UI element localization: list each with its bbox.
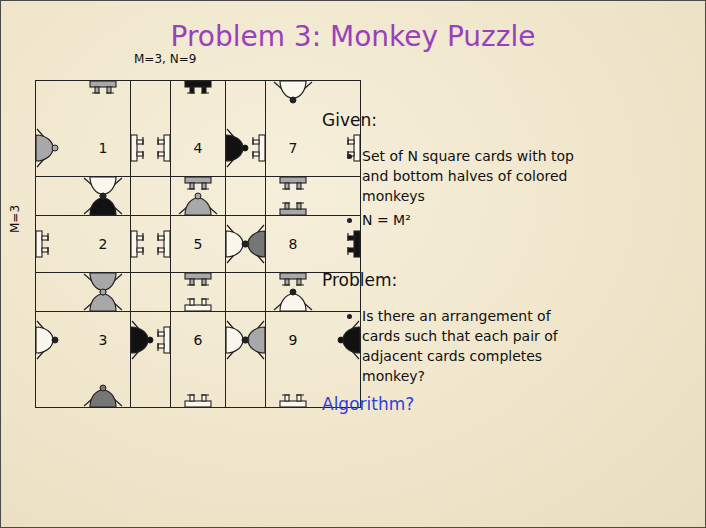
card-number: 8 bbox=[226, 237, 360, 251]
monkey-bottom-half bbox=[185, 273, 211, 285]
monkey-bottom-half bbox=[185, 299, 211, 311]
puzzle-card: 5 bbox=[130, 176, 266, 312]
monkey-bottom-half bbox=[280, 273, 306, 285]
monkey-bottom-half bbox=[348, 135, 360, 161]
monkey-top-half bbox=[84, 289, 122, 311]
monkey-bottom-half bbox=[131, 135, 143, 161]
card-number: 3 bbox=[36, 333, 170, 347]
section-heading: Problem: bbox=[322, 268, 692, 292]
monkey-bottom-half bbox=[185, 177, 211, 189]
bullet-text: N = M² bbox=[362, 210, 587, 230]
monkey-top-half bbox=[36, 321, 58, 359]
monkey-top-half bbox=[179, 193, 217, 215]
dimension-label: M=3, N=9 bbox=[134, 52, 196, 66]
bullet-item: Set of N square cards with top and botto… bbox=[322, 146, 692, 206]
card-number: 2 bbox=[36, 237, 170, 251]
monkey-bottom-half bbox=[280, 395, 306, 407]
monkey-top-half bbox=[36, 129, 58, 167]
puzzle-card: 6 bbox=[130, 272, 266, 408]
monkey-bottom-half bbox=[158, 231, 170, 257]
bullet-dot bbox=[347, 218, 352, 223]
bullet-text: Set of N square cards with top and botto… bbox=[362, 146, 587, 206]
monkey-bottom-half bbox=[348, 231, 360, 257]
text-column: Given: Set of N square cards with top and… bbox=[322, 108, 692, 416]
monkey-bottom-half bbox=[280, 177, 306, 189]
monkey-bottom-half bbox=[36, 231, 48, 257]
monkey-top-half bbox=[243, 225, 265, 263]
bullet-text: Is there an arrangement of cards such th… bbox=[362, 306, 587, 386]
slide-title: Problem 3: Monkey Puzzle bbox=[0, 20, 706, 53]
section-heading: Given: bbox=[322, 108, 692, 132]
puzzle-card: 4 bbox=[130, 80, 266, 216]
monkey-bottom-half bbox=[158, 135, 170, 161]
monkey-bottom-half bbox=[253, 135, 265, 161]
question-text: Algorithm? bbox=[322, 392, 692, 416]
monkey-top-half bbox=[84, 177, 122, 199]
bullet-dot bbox=[347, 314, 352, 319]
monkey-bottom-half bbox=[158, 327, 170, 353]
heading-row: Problem: bbox=[322, 268, 692, 292]
card-number: 5 bbox=[131, 237, 265, 251]
monkey-top-half bbox=[226, 129, 248, 167]
monkey-top-half bbox=[84, 273, 122, 295]
puzzle-card: 7 bbox=[225, 80, 361, 216]
card-number: 9 bbox=[226, 333, 360, 347]
monkey-top-half bbox=[131, 321, 153, 359]
monkey-top-half bbox=[274, 81, 312, 103]
monkey-bottom-half bbox=[280, 203, 306, 215]
monkey-bottom-half bbox=[185, 81, 211, 93]
puzzle-card: 9 bbox=[225, 272, 361, 408]
monkey-bottom-half bbox=[131, 231, 143, 257]
monkey-top-half bbox=[84, 193, 122, 215]
bullet-dot bbox=[347, 154, 352, 159]
puzzle-card: 8 bbox=[225, 176, 361, 312]
monkey-bottom-half bbox=[90, 81, 116, 93]
monkey-top-half bbox=[84, 385, 122, 407]
bullet-item: Is there an arrangement of cards such th… bbox=[322, 306, 692, 386]
card-number: 1 bbox=[36, 141, 170, 155]
monkey-top-half bbox=[243, 321, 265, 359]
dimension-label: M=3 bbox=[8, 196, 22, 242]
card-number: 7 bbox=[226, 141, 360, 155]
bullet-item: N = M² bbox=[322, 210, 692, 230]
monkey-top-half bbox=[274, 289, 312, 311]
monkey-top-half bbox=[338, 321, 360, 359]
heading-row: Algorithm? bbox=[322, 392, 692, 416]
monkey-bottom-half bbox=[185, 395, 211, 407]
card-number: 6 bbox=[131, 333, 265, 347]
monkey-top-half bbox=[226, 321, 248, 359]
card-number: 4 bbox=[131, 141, 265, 155]
puzzle-card: 3 bbox=[35, 272, 171, 408]
heading-row: Given: bbox=[322, 108, 692, 132]
monkey-top-half bbox=[226, 225, 248, 263]
